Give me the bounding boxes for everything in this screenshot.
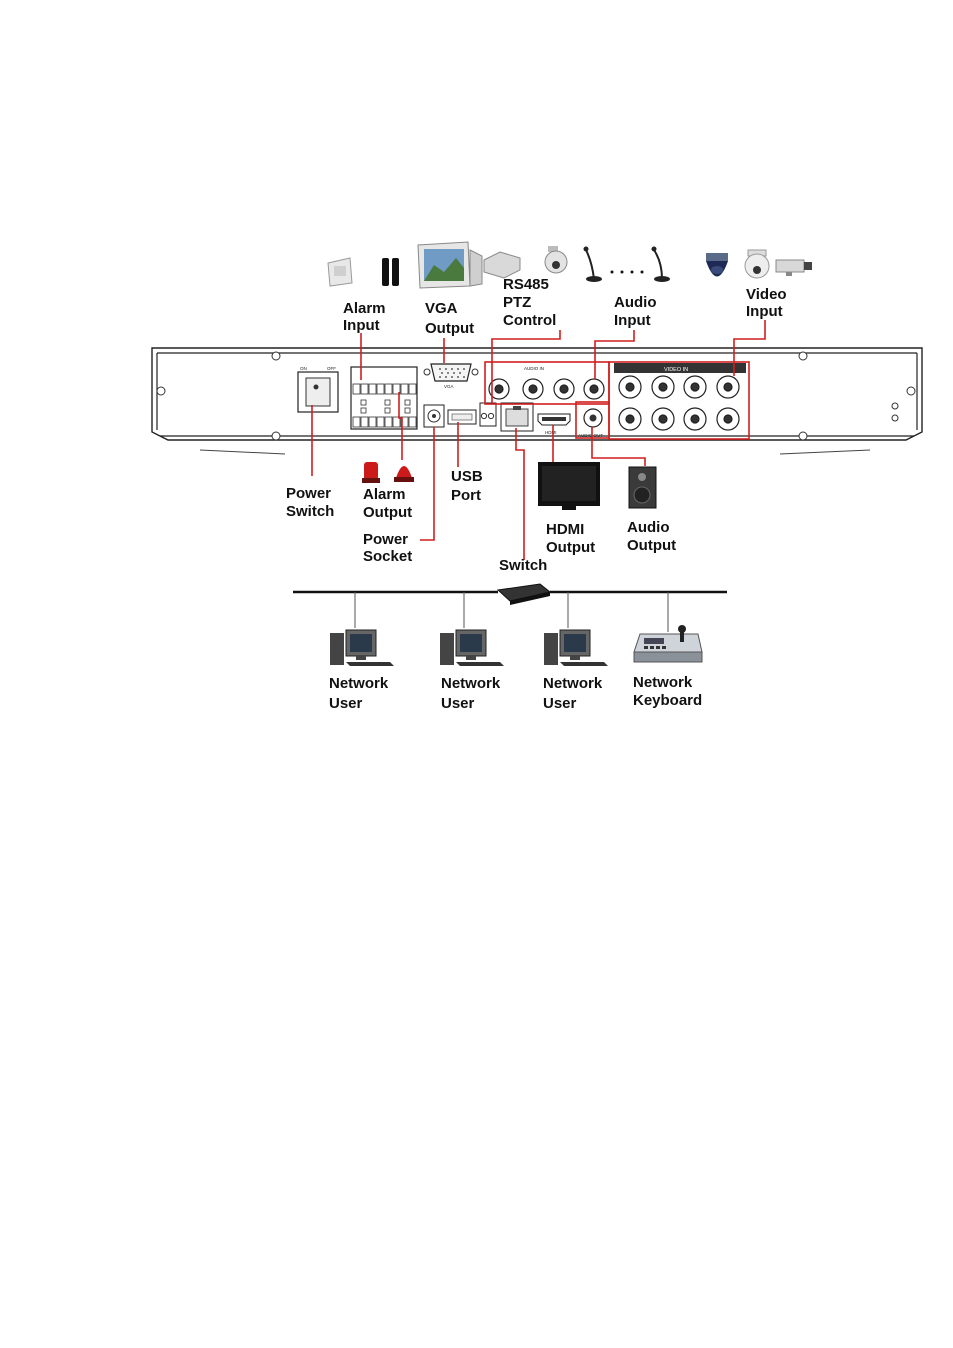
marking-hdmi: HDMI — [545, 430, 557, 435]
label-network-keyboard: Network Keyboard — [633, 674, 702, 709]
label-usb-port: USB Port — [451, 468, 483, 504]
marking-vga: VGA — [444, 384, 454, 389]
label-network-user-3: Network User — [543, 675, 603, 712]
label-rs485-line1: RS485 — [503, 276, 549, 293]
network-drop-lines — [354, 592, 669, 632]
rs485-terminal[interactable] — [479, 402, 497, 427]
label-audio-output-line2: Output — [627, 537, 676, 554]
callout-lines — [311, 320, 766, 560]
dvr-rear-panel: ON OFF — [151, 347, 923, 455]
label-vga-output: VGA Output — [425, 300, 474, 337]
label-vga-output-line1: VGA — [425, 300, 458, 317]
label-audio-output: Audio Output — [627, 519, 676, 554]
label-video-input: Video Input — [746, 286, 787, 320]
screw-icon — [156, 351, 916, 441]
speed-dome-camera-icon — [744, 249, 770, 279]
alarm-terminal-block[interactable] — [350, 366, 418, 430]
marking-video-in: VIDEO IN — [664, 367, 688, 373]
alarm-output-callout — [398, 392, 403, 460]
infrared-detector-icon — [382, 258, 399, 286]
microphone-icon — [583, 246, 670, 282]
power-socket-callout — [420, 427, 435, 541]
rs485-callout — [491, 330, 561, 403]
label-rs485: RS485 PTZ Control — [503, 276, 556, 329]
label-power-socket-line1: Power — [363, 531, 408, 548]
vga-port[interactable]: VGA — [423, 363, 479, 389]
hdmi-port[interactable]: HDMI — [537, 413, 571, 435]
power-socket[interactable] — [423, 404, 445, 428]
marking-audio-in: AUDIO IN — [524, 366, 544, 371]
alarm-light-icon — [362, 462, 380, 483]
label-power-socket: Power Socket — [363, 531, 412, 565]
dome-camera-icon — [706, 253, 728, 277]
network-pc-icon — [440, 629, 504, 666]
label-hdmi-output: HDMI Output — [546, 521, 595, 556]
monitor-icon — [417, 241, 483, 289]
label-alarm-output: Alarm Output — [363, 486, 412, 521]
label-audio-input: Audio Input — [614, 294, 657, 329]
label-alarm-input: Alarm Input — [343, 300, 386, 334]
audio-in-bnc-group[interactable]: AUDIO IN — [488, 366, 605, 400]
label-alarm-output-line2: Output — [363, 504, 412, 521]
network-port[interactable] — [500, 402, 534, 432]
marking-off: OFF — [327, 366, 336, 371]
video-in-bnc-group[interactable]: VIDEO IN — [614, 363, 746, 431]
label-usb-port-line1: USB — [451, 468, 483, 485]
marking-on: ON — [300, 366, 307, 371]
label-alarm-input-line1: Alarm — [343, 300, 386, 317]
label-video-input-line2: Input — [746, 303, 783, 320]
label-power-switch-line2: Switch — [286, 503, 334, 520]
marking-audio-out: AUDIO OUT — [578, 433, 603, 438]
label-network-user-3-line1: Network — [543, 675, 603, 692]
alarm-sensor-icon — [327, 257, 353, 287]
label-network-user-2-line2: User — [441, 695, 475, 712]
label-vga-output-line2: Output — [425, 320, 474, 337]
power-switch[interactable]: ON OFF — [297, 366, 339, 413]
label-audio-input-line2: Input — [614, 312, 651, 329]
alarm-siren-icon — [394, 466, 414, 482]
audio-out-bnc[interactable]: AUDIO OUT — [578, 408, 603, 438]
label-power-socket-line2: Socket — [363, 548, 412, 565]
network-pc-icon — [330, 629, 394, 666]
audio-output-callout — [591, 427, 646, 466]
hdmi-tv-icon — [538, 462, 600, 510]
label-alarm-input-line2: Input — [343, 317, 380, 334]
switch-callout — [515, 428, 525, 560]
label-network-user-1: Network User — [329, 675, 389, 712]
label-alarm-output-line1: Alarm — [363, 486, 406, 503]
audio-input-callout — [594, 330, 635, 379]
label-power-switch: Power Switch — [286, 485, 334, 520]
label-hdmi-output-line1: HDMI — [546, 521, 584, 538]
label-network-user-3-line2: User — [543, 695, 577, 712]
speaker-icon — [628, 466, 657, 509]
label-power-switch-line1: Power — [286, 485, 331, 502]
box-camera-icon — [775, 259, 812, 276]
label-network-user-2: Network User — [441, 675, 501, 712]
label-network-user-1-line1: Network — [329, 675, 389, 692]
network-switch-icon — [496, 583, 552, 605]
label-network-user-2-line1: Network — [441, 675, 501, 692]
label-network-keyboard-line2: Keyboard — [633, 692, 702, 709]
usb-port[interactable] — [447, 409, 477, 425]
label-network-keyboard-line1: Network — [633, 674, 693, 691]
network-keyboard-icon — [633, 625, 703, 663]
label-audio-input-line1: Audio — [614, 294, 657, 311]
decoder-box-icon — [483, 251, 521, 279]
label-audio-output-line1: Audio — [627, 519, 670, 536]
label-rs485-line3: Control — [503, 312, 556, 329]
ptz-camera-icon — [544, 246, 568, 274]
video-input-callout — [733, 320, 766, 376]
label-hdmi-output-line2: Output — [546, 539, 595, 556]
label-rs485-line2: PTZ — [503, 294, 531, 311]
network-pc-icon — [544, 629, 608, 666]
label-switch: Switch — [499, 557, 547, 574]
label-video-input-line1: Video — [746, 286, 787, 303]
callout-highlight-boxes — [484, 361, 750, 440]
video-in-highlight — [608, 361, 750, 440]
label-usb-port-line2: Port — [451, 487, 481, 504]
label-network-user-1-line2: User — [329, 695, 363, 712]
